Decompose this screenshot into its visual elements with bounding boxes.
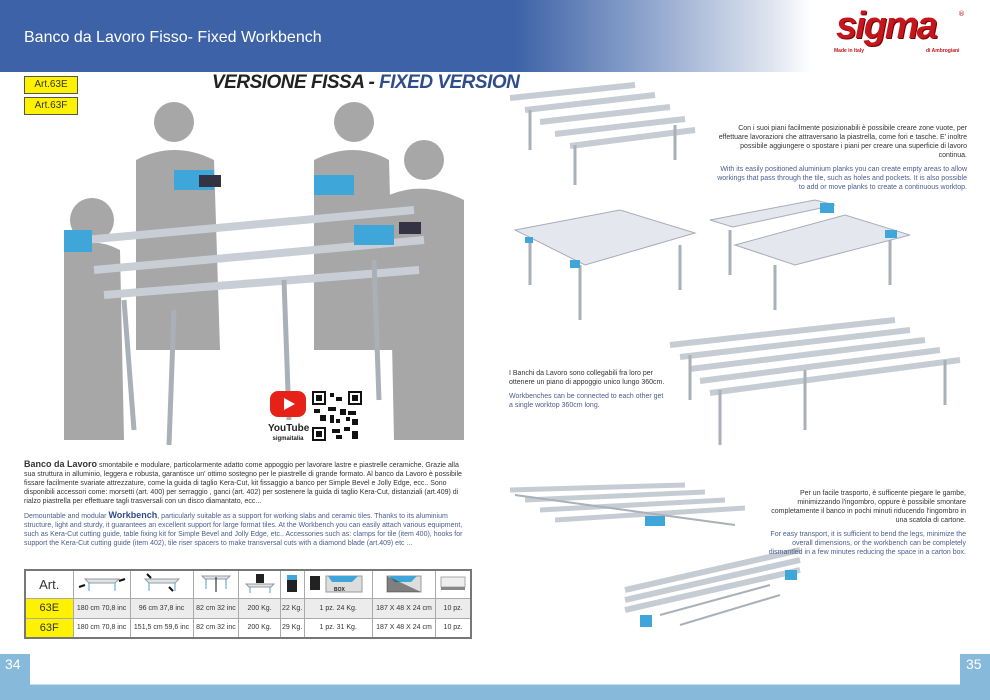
description-it-text: smontabile e modulare, particolarmente a… (24, 462, 462, 505)
cell-weight: 29 Kg. (279, 617, 305, 639)
connected-workbenches-image (669, 317, 961, 445)
box-dimensions-icon (371, 569, 437, 599)
length-icon (72, 569, 131, 599)
cell-load: 200 Kg. (238, 617, 281, 639)
logo-brand: sigma (836, 5, 938, 47)
box-weight-icon: BOX (303, 569, 373, 599)
cell-box-dimensions: 187 X 48 X 24 cm (371, 617, 437, 639)
transport-text-en: For easy transport, it is sufficient to … (768, 531, 966, 556)
description-en-pre: Demountable and modular (24, 513, 109, 520)
cell-length: 180 cm 70,8 inc (72, 597, 131, 619)
cell-height: 82 cm 32 inc (192, 597, 240, 619)
planks-open-image (509, 82, 696, 185)
planks-text-it: Con i suoi piani facilmente posizionabil… (718, 125, 967, 159)
page-number-left: 34 (5, 656, 21, 672)
description-en: Demountable and modular Workbench, parti… (24, 511, 472, 548)
qr-code[interactable] (312, 391, 362, 441)
header-banner: Banco da Lavoro Fisso- Fixed Workbench (0, 0, 990, 72)
description-en-text: , particularly suitable as a support for… (24, 513, 463, 547)
logo-made-in: Made in Italy (834, 48, 865, 54)
logo-registered: ® (958, 10, 965, 18)
cell-width: 151,5 cm 59,6 inc (129, 617, 194, 639)
folded-legs-image (509, 482, 746, 526)
transport-text-it: Per un facile trasporto, è sufficente pi… (771, 490, 966, 524)
page-title: Banco da Lavoro Fisso- Fixed Workbench (24, 29, 322, 46)
height-icon (192, 569, 240, 599)
cell-height: 82 cm 32 inc (192, 617, 240, 639)
continuous-worktop-image (513, 209, 697, 320)
description-it-bold: Banco da Lavoro (24, 459, 98, 469)
cell-pallet: 10 pz. (435, 597, 472, 619)
transport-text-block: Per un facile trasporto, è sufficente pi… (768, 489, 966, 557)
headline-it: VERSIONE FISSA - (212, 72, 380, 93)
sigma-logo: sigma ® Made in Italy di Ambrogiani (828, 5, 968, 58)
width-icon (129, 569, 194, 599)
description-en-bold: Workbench (108, 510, 158, 520)
connect-text-it: I Banchi da Lavoro sono collegabili fra … (509, 370, 665, 386)
header-art: Art. (24, 569, 74, 599)
cell-weight: 22 Kg. (279, 597, 305, 619)
planks-text-block: Con i suoi piani facilmente posizionabil… (712, 124, 967, 192)
description-it: Banco da Lavoro smontabile e modulare, p… (24, 460, 472, 506)
load-capacity-icon (238, 569, 281, 599)
logo-maker: di Ambrogiani (926, 48, 960, 54)
youtube-channel: sigmaitalia (272, 436, 304, 442)
article-label-63e: Art.63E (24, 76, 78, 94)
connect-text-block: I Banchi da Lavoro sono collegabili fra … (509, 369, 669, 410)
table-row-63e: 63E 180 cm 70,8 inc 96 cm 37,8 inc 82 cm… (24, 597, 472, 619)
spec-table: Art. BOX 63E 180 cm 70,8 inc 96 cm 37,8 … (24, 569, 472, 639)
row-code: 63E (24, 597, 74, 619)
row-code: 63F (24, 617, 74, 639)
table-row-63f: 63F 180 cm 70,8 inc 151,5 cm 59,6 inc 82… (24, 617, 472, 639)
planks-text-en: With its easily positioned aluminium pla… (717, 166, 967, 191)
headline-en: FIXED VERSION (379, 72, 520, 93)
cell-box-weight: 1 pz. 24 Kg. (303, 597, 373, 619)
cell-load: 200 Kg. (238, 597, 281, 619)
cell-box-weight: 1 pz. 31 Kg. (303, 617, 373, 639)
youtube-logo[interactable]: YouTube sigmaitalia (268, 389, 310, 442)
cell-box-dimensions: 187 X 48 X 24 cm (371, 597, 437, 619)
youtube-wordmark: YouTube (268, 423, 310, 434)
cell-pallet: 10 pz. (435, 617, 472, 639)
description-block: Banco da Lavoro smontabile e modulare, p… (24, 460, 472, 548)
cell-width: 96 cm 37,8 inc (129, 597, 194, 619)
connect-text-en: Workbenches can be connected to each oth… (509, 393, 664, 409)
cell-length: 180 cm 70,8 inc (72, 617, 131, 639)
pallet-icon (435, 569, 472, 599)
section-headline: VERSIONE FISSA - FIXED VERSION (212, 72, 520, 94)
table-header-row: Art. BOX (24, 569, 472, 599)
page-number-right: 35 (966, 656, 982, 672)
dismantled-box-image (624, 547, 801, 627)
youtube-play-icon (270, 391, 306, 417)
weight-icon (279, 569, 305, 599)
box-label: BOX (334, 587, 346, 593)
planks-removed-image (709, 199, 910, 310)
article-label-63f: Art.63F (24, 97, 78, 115)
footer-band (0, 654, 990, 700)
workbench-hero-image (64, 102, 464, 445)
footer-inner (30, 654, 960, 685)
